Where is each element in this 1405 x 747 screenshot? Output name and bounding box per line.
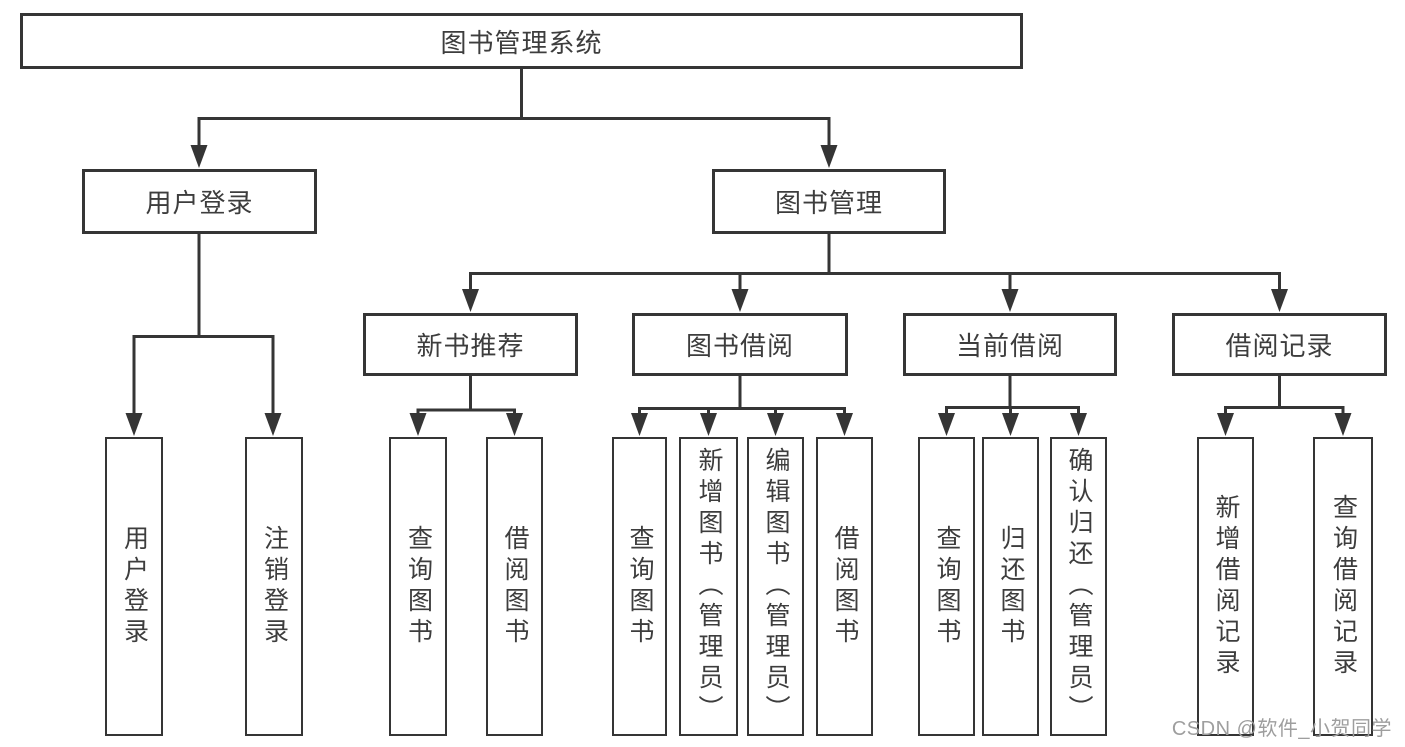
leaf-add-borrow-record: 新增借阅记录 bbox=[1197, 437, 1254, 736]
leaf-current-query-book: 查询图书 bbox=[918, 437, 975, 736]
node-borrowing-records: 借阅记录 bbox=[1172, 313, 1387, 376]
leaf-borrowing-query-book: 查询图书 bbox=[612, 437, 667, 736]
leaf-query-borrow-record: 查询借阅记录 bbox=[1313, 437, 1373, 736]
leaf-add-book-admin: 新增图书（管理员） bbox=[679, 437, 738, 736]
leaf-label: 查询借阅记录 bbox=[1329, 493, 1358, 680]
leaf-label: 编辑图书（管理员） bbox=[762, 447, 790, 726]
node-current-borrowing: 当前借阅 bbox=[903, 313, 1117, 376]
leaf-label: 归还图书 bbox=[997, 524, 1025, 649]
leaf-user-login: 用户登录 bbox=[105, 437, 163, 736]
leaf-label: 新增借阅记录 bbox=[1212, 493, 1240, 680]
node-book-management: 图书管理 bbox=[712, 169, 946, 234]
leaf-label: 借阅图书 bbox=[501, 524, 529, 649]
leaf-label: 用户登录 bbox=[120, 524, 149, 649]
leaf-recommend-borrow-book: 借阅图书 bbox=[486, 437, 543, 736]
leaf-return-book: 归还图书 bbox=[982, 437, 1039, 736]
node-library-management-system: 图书管理系统 bbox=[20, 13, 1023, 69]
arrowhead-icons bbox=[125, 145, 1352, 436]
leaf-label: 注销登录 bbox=[260, 524, 289, 649]
csdn-watermark: CSDN @软件_小贺同学 bbox=[1171, 718, 1392, 740]
leaf-confirm-return-admin: 确认归还（管理员） bbox=[1050, 437, 1107, 736]
leaf-label: 新增图书（管理员） bbox=[695, 447, 723, 726]
node-book-borrowing: 图书借阅 bbox=[632, 313, 848, 376]
leaf-recommend-query-book: 查询图书 bbox=[389, 437, 447, 736]
node-new-book-recommend: 新书推荐 bbox=[363, 313, 578, 376]
leaf-label: 查询图书 bbox=[404, 524, 433, 649]
leaf-borrowing-borrow-book: 借阅图书 bbox=[816, 437, 873, 736]
leaf-edit-book-admin: 编辑图书（管理员） bbox=[747, 437, 804, 736]
leaf-label: 查询图书 bbox=[626, 524, 654, 649]
leaf-label: 查询图书 bbox=[933, 524, 961, 649]
node-user-login: 用户登录 bbox=[82, 169, 317, 234]
leaf-label: 借阅图书 bbox=[831, 524, 859, 649]
leaf-label: 确认归还（管理员） bbox=[1065, 447, 1093, 726]
leaf-logout: 注销登录 bbox=[245, 437, 303, 736]
